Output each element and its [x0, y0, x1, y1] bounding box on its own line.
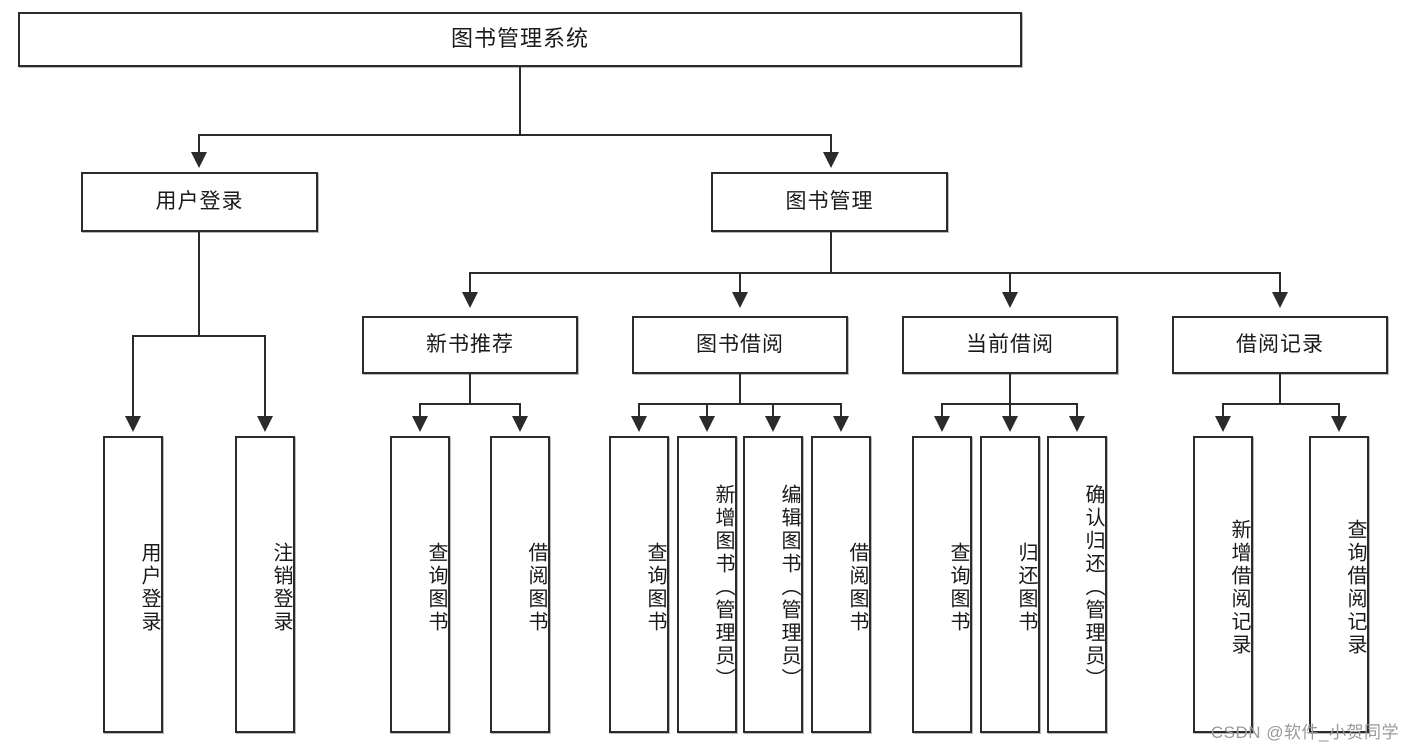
arrow-to-book-mgmt — [823, 152, 839, 168]
node-label: 当前借阅 — [966, 333, 1054, 357]
node-label: 新增借阅记录 — [1228, 518, 1250, 657]
connector-user-login-down — [198, 232, 200, 336]
node-label: 查询图书 — [947, 541, 969, 634]
arrow-to-current-borrow — [1002, 292, 1018, 308]
leaf-new-book-query[interactable]: 查询图书 — [390, 436, 450, 733]
node-book-borrow[interactable]: 图书借阅 — [632, 316, 848, 374]
node-label: 借阅图书 — [525, 541, 547, 634]
connector-borrow-record-bus — [1222, 403, 1338, 405]
node-label: 图书借阅 — [696, 333, 784, 357]
node-label: 确认归还（管理员） — [1082, 484, 1104, 691]
arrow-new-book-leaf2 — [512, 416, 528, 432]
connector-book-borrow-leaf4 — [840, 403, 842, 421]
leaf-book-borrow-query[interactable]: 查询图书 — [609, 436, 669, 733]
connector-new-book-down — [469, 374, 471, 404]
node-borrow-record[interactable]: 借阅记录 — [1172, 316, 1388, 374]
connector-borrow-record-leaf2 — [1338, 403, 1340, 421]
node-label: 注销登录 — [270, 541, 292, 634]
connector-to-book-mgmt — [830, 134, 832, 159]
leaf-user-login-logout[interactable]: 注销登录 — [235, 436, 295, 733]
arrow-new-book-leaf1 — [412, 416, 428, 432]
node-current-borrow[interactable]: 当前借阅 — [902, 316, 1118, 374]
node-book-management[interactable]: 图书管理 — [711, 172, 948, 232]
connector-root-down — [519, 67, 521, 135]
connector-book-mgmt-down — [830, 232, 832, 274]
leaf-book-borrow-borrow[interactable]: 借阅图书 — [811, 436, 871, 733]
connector-book-borrow-bus — [638, 403, 842, 405]
connector-to-book-borrow — [739, 272, 741, 297]
leaf-current-borrow-return[interactable]: 归还图书 — [980, 436, 1040, 733]
leaf-borrow-record-add[interactable]: 新增借阅记录 — [1193, 436, 1253, 733]
node-new-book-recommend[interactable]: 新书推荐 — [362, 316, 578, 374]
arrow-book-borrow-leaf4 — [833, 416, 849, 432]
connector-current-borrow-leaf3 — [1076, 403, 1078, 421]
connector-new-book-leaf1 — [419, 403, 421, 421]
connector-book-mgmt-bus — [469, 272, 1281, 274]
node-label: 查询图书 — [644, 541, 666, 634]
node-label: 用户登录 — [155, 190, 244, 214]
arrow-to-borrow-record — [1272, 292, 1288, 308]
node-label: 用户登录 — [138, 541, 160, 634]
node-label: 归还图书 — [1015, 541, 1037, 634]
arrow-user-login-leaf1 — [125, 416, 141, 432]
arrow-book-borrow-leaf3 — [765, 416, 781, 432]
arrow-user-login-leaf2 — [257, 416, 273, 432]
leaf-current-borrow-query[interactable]: 查询图书 — [912, 436, 972, 733]
connector-book-borrow-leaf3 — [772, 403, 774, 421]
connector-current-borrow-down — [1009, 374, 1011, 404]
connector-new-book-bus — [419, 403, 521, 405]
connector-book-borrow-leaf1 — [638, 403, 640, 421]
leaf-user-login-login[interactable]: 用户登录 — [103, 436, 163, 733]
node-label: 图书管理 — [785, 190, 874, 214]
leaf-new-book-borrow[interactable]: 借阅图书 — [490, 436, 550, 733]
arrow-current-borrow-leaf3 — [1069, 416, 1085, 432]
arrow-current-borrow-leaf2 — [1002, 416, 1018, 432]
connector-new-book-leaf2 — [519, 403, 521, 421]
arrow-to-new-book — [462, 292, 478, 308]
connector-to-current-borrow — [1009, 272, 1011, 297]
connector-user-login-leaf1 — [132, 335, 134, 421]
node-label: 借阅记录 — [1236, 333, 1324, 357]
watermark-text: CSDN @软件_小贺同学 — [1210, 723, 1399, 742]
node-label: 新增图书（管理员） — [712, 484, 734, 691]
connector-to-new-book — [469, 272, 471, 297]
arrow-borrow-record-leaf2 — [1331, 416, 1347, 432]
arrow-current-borrow-leaf1 — [934, 416, 950, 432]
node-label: 图书管理系统 — [450, 26, 589, 52]
leaf-book-borrow-add[interactable]: 新增图书（管理员） — [677, 436, 737, 733]
arrow-to-book-borrow — [732, 292, 748, 308]
leaf-current-borrow-confirm[interactable]: 确认归还（管理员） — [1047, 436, 1107, 733]
connector-book-borrow-leaf2 — [706, 403, 708, 421]
arrow-book-borrow-leaf1 — [631, 416, 647, 432]
connector-root-bus — [198, 134, 832, 136]
arrow-borrow-record-leaf1 — [1215, 416, 1231, 432]
connector-borrow-record-down — [1279, 374, 1281, 404]
node-user-login[interactable]: 用户登录 — [81, 172, 318, 232]
connector-to-borrow-record — [1279, 272, 1281, 297]
connector-user-login-bus — [132, 335, 266, 337]
connector-user-login-leaf2 — [264, 335, 266, 421]
connector-current-borrow-leaf1 — [941, 403, 943, 421]
connector-current-borrow-leaf2 — [1009, 403, 1011, 421]
node-label: 查询图书 — [425, 541, 447, 634]
node-label: 查询借阅记录 — [1344, 518, 1366, 657]
leaf-borrow-record-query[interactable]: 查询借阅记录 — [1309, 436, 1369, 733]
node-label: 借阅图书 — [846, 541, 868, 634]
connector-borrow-record-leaf1 — [1222, 403, 1224, 421]
arrow-book-borrow-leaf2 — [699, 416, 715, 432]
node-root-library-system[interactable]: 图书管理系统 — [18, 12, 1022, 67]
connector-to-user-login — [198, 134, 200, 159]
leaf-book-borrow-edit[interactable]: 编辑图书（管理员） — [743, 436, 803, 733]
arrow-to-user-login — [191, 152, 207, 168]
node-label: 新书推荐 — [426, 333, 514, 357]
node-label: 编辑图书（管理员） — [778, 484, 800, 691]
connector-book-borrow-down — [739, 374, 741, 404]
